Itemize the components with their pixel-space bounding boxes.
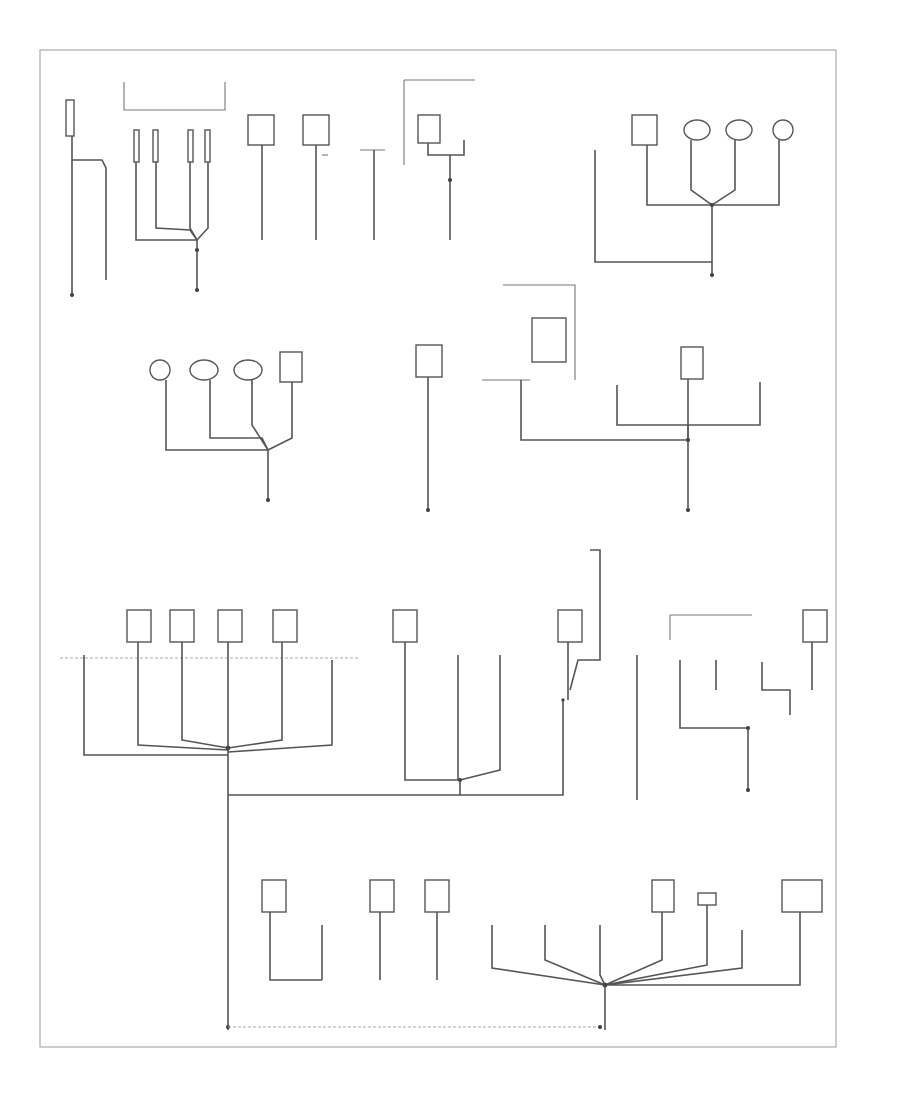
connector-bank-top: [123, 82, 226, 292]
bottom-component-group: [228, 879, 823, 1030]
lower-left-component-group: [60, 609, 360, 1030]
middle-left-component-group: [149, 351, 303, 502]
middle-right-component-group: [482, 284, 761, 512]
component-top-left-1: [65, 99, 107, 297]
module-top-1: [247, 114, 275, 240]
middle-center-module: [415, 344, 443, 512]
diagram-frame: [39, 49, 837, 1048]
lower-right-component-group: [669, 609, 828, 792]
module-top-2: [302, 114, 330, 240]
module-top-3: [360, 149, 385, 240]
top-left-component-group: [65, 79, 475, 297]
top-right-component-group: [594, 114, 794, 277]
module-top-pair: [403, 79, 475, 240]
lower-center-component-group: [228, 549, 638, 800]
